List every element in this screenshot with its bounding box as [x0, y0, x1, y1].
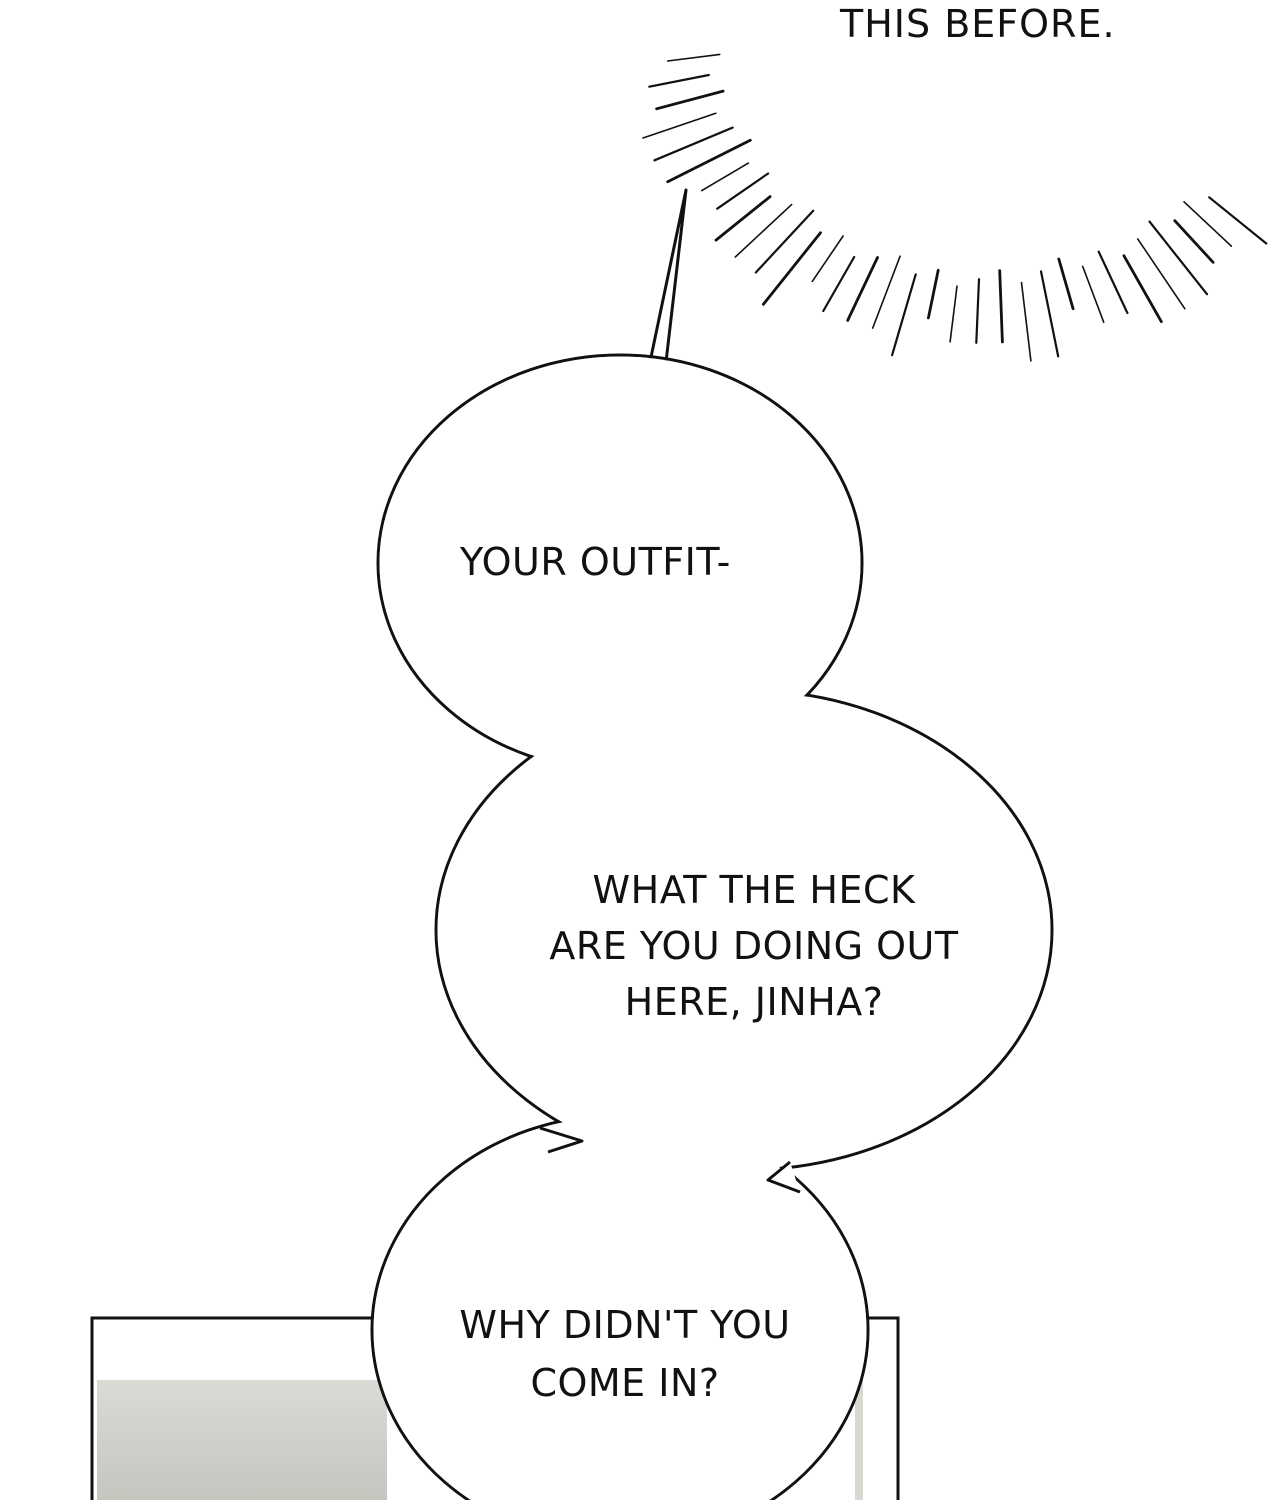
emphasis-line — [734, 203, 793, 258]
speech-bubble-group — [370, 353, 1054, 1500]
bubble-middle-line-1: WHAT THE HECK — [592, 868, 916, 912]
bubble-join-right — [766, 1160, 801, 1194]
emphasis-line — [890, 273, 917, 357]
emphasis-line — [846, 256, 879, 322]
emphasis-line — [822, 255, 856, 313]
emphasis-line — [655, 89, 725, 111]
emphasis-line — [1173, 219, 1215, 264]
bubble-join-left — [539, 1126, 584, 1154]
emphasis-line — [1057, 257, 1075, 311]
bubble-bottom-line-2: COME IN? — [530, 1361, 720, 1405]
emphasis-line — [762, 231, 822, 306]
emphasis-line — [1148, 220, 1209, 296]
bubble-top-text: YOUR OUTFIT- — [460, 540, 731, 584]
emphasis-line — [1183, 201, 1233, 247]
emphasis-line — [666, 53, 721, 62]
emphasis-line — [666, 138, 752, 184]
emphasis-line — [1020, 281, 1032, 362]
speech-tail — [648, 188, 688, 364]
emphasis-line — [1122, 254, 1163, 324]
bubble-bottom-text: WHY DIDN'T YOU COME IN? — [420, 1296, 830, 1412]
emphasis-line — [642, 112, 717, 139]
emphasis-line — [927, 268, 940, 320]
emphasis-lines — [642, 53, 1268, 362]
bubble-middle-line-2: ARE YOU DOING OUT — [549, 924, 959, 968]
emphasis-line — [714, 195, 772, 242]
emphasis-line — [1081, 265, 1105, 324]
emphasis-line — [653, 126, 734, 162]
caption-text: THIS BEFORE. — [840, 2, 1116, 46]
emphasis-line — [1208, 196, 1268, 245]
emphasis-line — [975, 278, 981, 344]
bubble-bottom-line-1: WHY DIDN'T YOU — [459, 1303, 791, 1347]
bubble-middle-text: WHAT THE HECK ARE YOU DOING OUT HERE, JI… — [504, 862, 1004, 1030]
emphasis-line — [871, 255, 901, 329]
emphasis-line — [700, 162, 750, 192]
emphasis-line — [1097, 250, 1129, 315]
emphasis-line — [754, 209, 815, 274]
bubble-middle-line-3: HERE, JINHA? — [624, 980, 884, 1024]
emphasis-line — [998, 269, 1004, 344]
emphasis-line — [811, 235, 844, 283]
emphasis-line — [949, 285, 958, 343]
emphasis-line — [1039, 270, 1060, 358]
emphasis-line — [1136, 238, 1186, 310]
emphasis-line — [648, 73, 710, 88]
emphasis-line — [716, 172, 770, 210]
